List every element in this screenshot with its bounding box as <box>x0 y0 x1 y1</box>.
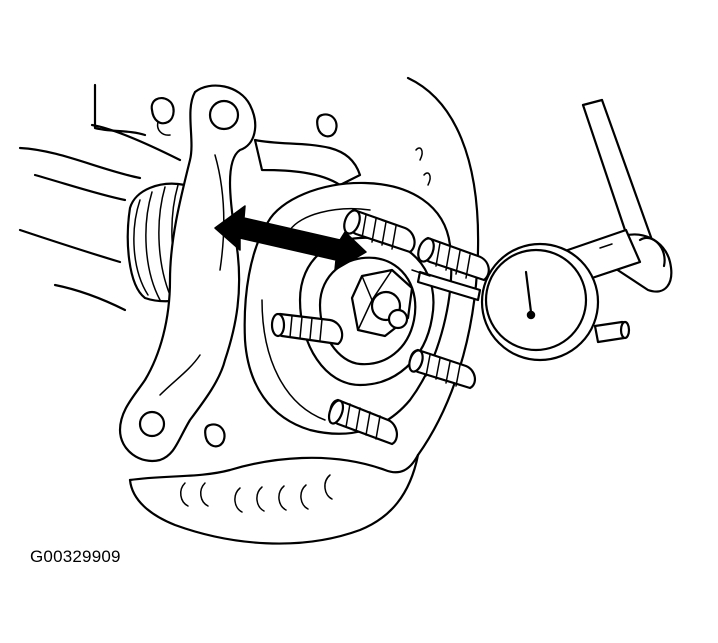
dial-indicator <box>411 242 631 362</box>
wheel-stud <box>417 236 490 282</box>
wheel-studs <box>270 208 490 446</box>
wheel-stud <box>408 348 476 390</box>
double-headed-arrow-icon <box>214 205 367 271</box>
wheel-stud <box>270 312 344 346</box>
drive-shaft <box>18 83 182 312</box>
indicator-mount-rod <box>560 98 673 293</box>
axle-nut <box>350 268 414 338</box>
figure-reference-code: G00329909 <box>30 547 121 566</box>
dust-shield <box>128 76 480 545</box>
wheel-stud <box>343 208 416 254</box>
wheel-stud <box>327 398 398 446</box>
steering-knuckle <box>118 84 362 463</box>
